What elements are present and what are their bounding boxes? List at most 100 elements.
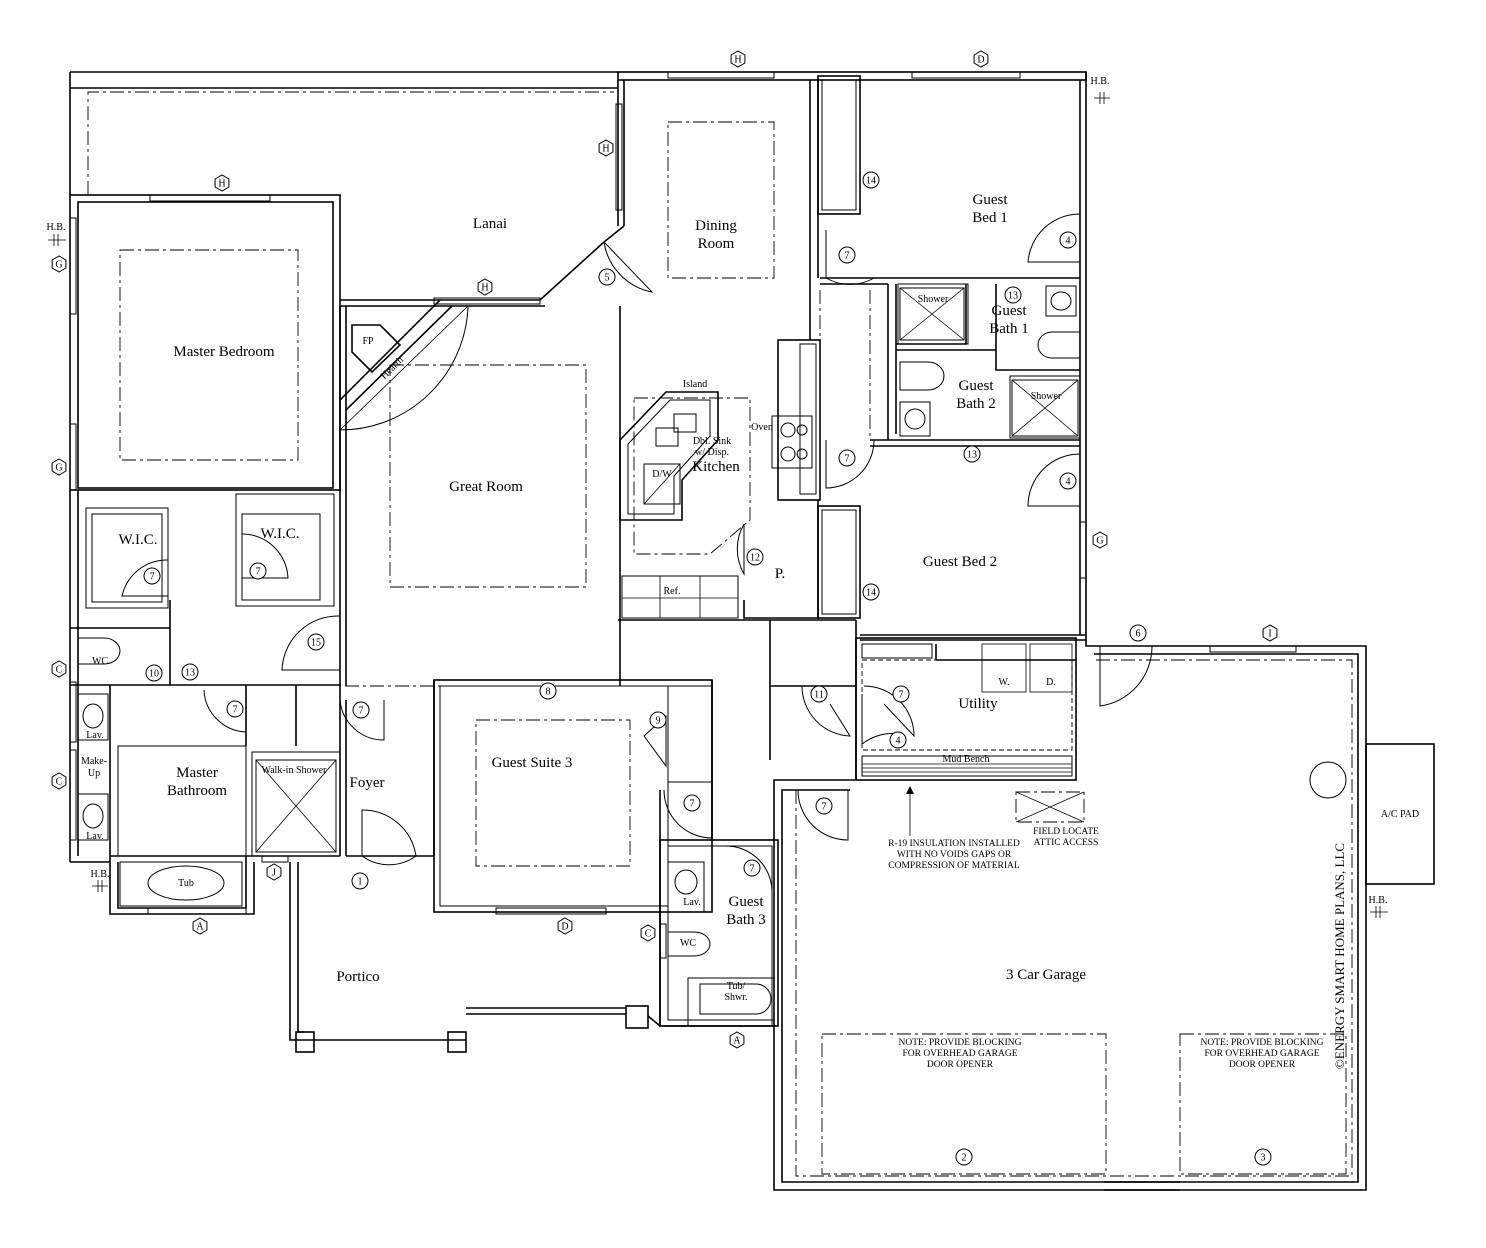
label-mud-bench: Mud Bench <box>943 754 990 765</box>
svg-text:H: H <box>218 179 225 190</box>
label-tub-shwr-2: Shwr. <box>724 992 747 1003</box>
label-ac-pad: A/C PAD <box>1381 809 1419 820</box>
label-wc-guest3: WC <box>680 938 696 949</box>
door-swings <box>121 213 1153 893</box>
window-tag: H <box>477 278 493 296</box>
window-tag: J <box>266 863 282 881</box>
door-tag: 13 <box>1004 286 1022 304</box>
window-tag: D <box>973 50 989 68</box>
door-tag: 3 <box>1254 1148 1272 1166</box>
room-guest-bed-1-b: Bed 1 <box>972 210 1007 226</box>
svg-text:I: I <box>1268 629 1271 640</box>
svg-text:C: C <box>56 777 63 788</box>
door-tag: 7 <box>683 794 701 812</box>
label-tub: Tub <box>178 878 194 889</box>
svg-text:7: 7 <box>690 799 695 810</box>
svg-text:4: 4 <box>1066 236 1071 247</box>
fixture-labels: Island Oven Dbl. Sink w/ Disp. D/W Ref. … <box>47 76 1420 1003</box>
svg-text:C: C <box>645 929 652 940</box>
door-tag: 10 <box>145 664 163 682</box>
door-tag: 4 <box>1059 231 1077 249</box>
room-garage: 3 Car Garage <box>1006 967 1086 983</box>
svg-text:7: 7 <box>256 567 261 578</box>
label-lav-1: Lav. <box>86 730 103 741</box>
window-tag: G <box>51 458 67 476</box>
note-blocking-left-2: FOR OVERHEAD GARAGE <box>902 1049 1017 1059</box>
room-dining-1: Dining <box>695 218 737 234</box>
svg-text:12: 12 <box>750 553 760 564</box>
room-guest-bath-1-a: Guest <box>992 303 1028 319</box>
svg-text:8: 8 <box>546 687 551 698</box>
door-tag: 7 <box>838 449 856 467</box>
svg-text:13: 13 <box>1008 291 1018 302</box>
door-tag: 5 <box>598 268 616 286</box>
door-tag: 14 <box>862 583 880 601</box>
svg-text:A: A <box>196 922 204 933</box>
door-tag: 14 <box>862 171 880 189</box>
window-tag: C <box>51 660 67 678</box>
svg-text:H: H <box>734 55 741 66</box>
room-great-room: Great Room <box>449 479 523 495</box>
svg-text:13: 13 <box>967 450 977 461</box>
room-guest-suite-3: Guest Suite 3 <box>492 755 573 771</box>
label-fp: FP <box>362 336 374 347</box>
room-guest-bath-2-b: Bath 2 <box>956 396 996 412</box>
note-blocking-right-3: DOOR OPENER <box>1229 1060 1296 1070</box>
label-shower-1: Shower <box>918 294 949 305</box>
door-tag: 15 <box>307 633 325 651</box>
room-wic-left: W.I.C. <box>118 532 157 548</box>
svg-text:5: 5 <box>605 273 610 284</box>
svg-text:14: 14 <box>866 588 876 599</box>
svg-text:D: D <box>977 55 984 66</box>
window-tag: H <box>598 139 614 157</box>
room-guest-bath-3-a: Guest <box>729 894 765 910</box>
room-dining-2: Room <box>698 236 735 252</box>
room-guest-bed-1-a: Guest <box>973 192 1009 208</box>
label-walkin-shower: Walk-in Shower <box>261 765 327 776</box>
svg-text:7: 7 <box>750 864 755 875</box>
door-tag: 7 <box>815 797 833 815</box>
door-tag: 9 <box>649 711 667 729</box>
svg-text:11: 11 <box>814 690 824 701</box>
svg-text:G: G <box>1096 536 1103 547</box>
room-guest-bath-3-b: Bath 3 <box>726 912 766 928</box>
svg-text:2: 2 <box>962 1153 967 1164</box>
label-shower-2: Shower <box>1031 391 1062 402</box>
fireplace <box>339 299 469 431</box>
label-sink-2: w/ Disp. <box>695 447 729 458</box>
room-labels: Lanai Dining Room Guest Bed 1 Guest Bath… <box>118 192 1086 985</box>
label-wc-master: WC <box>92 656 108 667</box>
svg-text:C: C <box>56 665 63 676</box>
label-hb-1: H.B. <box>1091 76 1110 87</box>
door-tag: 7 <box>143 567 161 585</box>
svg-text:7: 7 <box>359 706 364 717</box>
svg-text:15: 15 <box>311 638 321 649</box>
svg-text:13: 13 <box>185 668 195 679</box>
label-hb-4: H.B. <box>1369 895 1388 906</box>
room-guest-bath-2-a: Guest <box>959 378 995 394</box>
svg-text:10: 10 <box>149 669 159 680</box>
svg-text:4: 4 <box>896 736 901 747</box>
label-lav-2: Lav. <box>86 831 103 842</box>
label-hb-2: H.B. <box>47 222 66 233</box>
door-tag: 1 <box>351 872 369 890</box>
door-tag: 4 <box>889 731 907 749</box>
note-blocking-left-3: DOOR OPENER <box>927 1060 994 1070</box>
note-blocking-left-1: NOTE: PROVIDE BLOCKING <box>899 1038 1022 1048</box>
label-ref: Ref. <box>664 586 681 597</box>
svg-text:7: 7 <box>822 802 827 813</box>
svg-text:9: 9 <box>656 716 661 727</box>
room-utility: Utility <box>958 696 998 712</box>
door-tag: 4 <box>1059 472 1077 490</box>
svg-text:1: 1 <box>358 877 363 888</box>
note-attic-2: ATTIC ACCESS <box>1034 838 1099 848</box>
room-foyer: Foyer <box>350 775 385 791</box>
door-tag: 7 <box>226 700 244 718</box>
svg-text:3: 3 <box>1261 1153 1266 1164</box>
label-hearth: Hearth <box>379 355 406 382</box>
svg-text:7: 7 <box>899 690 904 701</box>
svg-text:G: G <box>55 260 62 271</box>
room-master-bathroom-b: Bathroom <box>167 783 227 799</box>
